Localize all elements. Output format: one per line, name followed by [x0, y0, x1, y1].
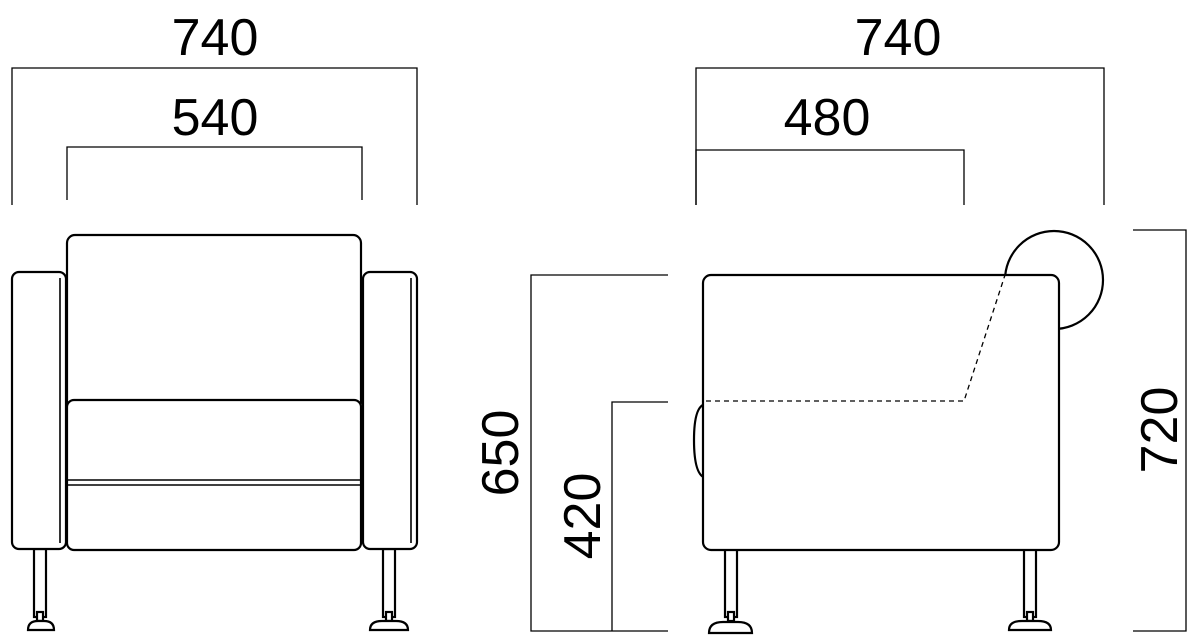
front-seat-width-line	[66, 146, 363, 200]
front-right-leg	[368, 547, 410, 632]
side-arm-height-label: 650	[472, 410, 530, 497]
side-seat-depth-label: 480	[784, 89, 871, 147]
side-overall-depth-line	[695, 67, 1105, 205]
front-seat-cushion	[65, 398, 363, 552]
side-overall-height-dimension: 720	[1131, 229, 1189, 632]
side-overall-depth-dimension: 740	[695, 9, 1105, 205]
front-right-armrest	[361, 270, 419, 551]
front-view: 740 540	[10, 9, 419, 632]
side-seat-depth-dimension: 480	[695, 89, 965, 205]
front-left-armrest	[10, 270, 68, 551]
front-overall-width-line	[11, 67, 418, 205]
side-overall-depth-label: 740	[855, 9, 942, 67]
front-seat-width-label: 540	[172, 89, 259, 147]
side-seat-height-dimension: 420	[554, 401, 668, 631]
front-overall-width-label: 740	[172, 9, 259, 67]
side-seat-depth-line	[695, 149, 965, 205]
side-arm-height-dimension: 650	[472, 274, 668, 632]
side-view: 740 480 650 420 720	[472, 9, 1189, 635]
side-arm-height-line	[530, 274, 668, 632]
front-left-leg	[26, 547, 56, 632]
side-chair-body	[701, 273, 1061, 552]
side-hidden-seat-profile	[706, 274, 1006, 402]
side-overall-height-line	[1133, 229, 1187, 632]
side-back-leg	[1007, 547, 1053, 632]
front-backrest	[65, 233, 363, 412]
front-seat-width-dimension: 540	[66, 89, 363, 200]
side-front-leg	[707, 547, 754, 635]
side-overall-height-label: 720	[1131, 387, 1189, 474]
side-seat-height-line	[611, 401, 668, 631]
side-seat-height-label: 420	[554, 473, 612, 560]
front-overall-width-dimension: 740	[11, 9, 418, 205]
